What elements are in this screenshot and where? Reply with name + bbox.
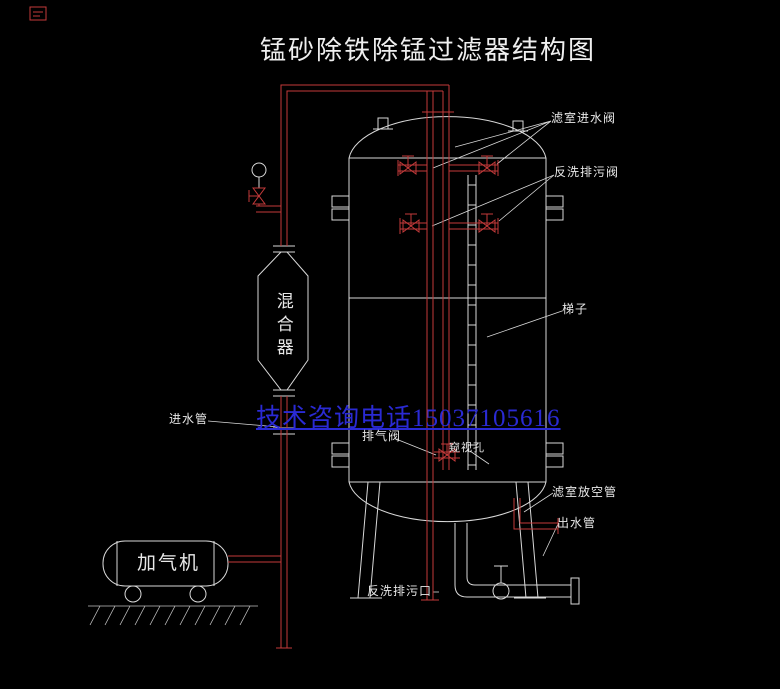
- label-sight-hole: 窥视孔: [449, 442, 485, 454]
- tank-legs: [350, 481, 546, 599]
- pressure-gauge-icon: [251, 162, 267, 188]
- label-ladder: 梯子: [562, 302, 589, 316]
- wheel-icon: [189, 585, 207, 603]
- valve-icon: [478, 155, 496, 175]
- filter-tank-outline: [348, 116, 547, 523]
- label-filter-inlet-valve: 滤室进水阀: [551, 111, 617, 125]
- tank-side-nozzles: [331, 195, 564, 468]
- label-backwash-drain-outlet: 反洗排污口: [367, 584, 433, 598]
- internal-pipes: [421, 85, 454, 601]
- outlet-pipe-assembly: [454, 523, 580, 605]
- leader-lines: [207, 120, 563, 593]
- valve-icon: [399, 155, 417, 175]
- watermark-phone-text: 技术咨询电话15037105616: [256, 405, 561, 432]
- inlet-valve-row: [397, 155, 499, 176]
- feed-pipe: [228, 84, 449, 649]
- backwash-valve-row: [399, 213, 499, 234]
- tank-top-fittings: [373, 117, 528, 132]
- aerator-unit: [102, 540, 229, 603]
- vent-pipe: [513, 498, 559, 534]
- label-exhaust-valve: 排气阀: [362, 429, 402, 443]
- label-aerator: 加气机: [137, 553, 201, 574]
- gauge-valve-icon: [248, 187, 281, 213]
- exhaust-valve-icon: [434, 443, 460, 462]
- corner-logo: [29, 6, 47, 21]
- valve-icon: [402, 213, 420, 233]
- ladder-icon: [467, 175, 477, 470]
- valve-icon: [478, 213, 496, 233]
- label-inlet-pipe: 进水管: [169, 412, 209, 426]
- label-vent-pipe: 滤室放空管: [552, 485, 618, 499]
- label-mixer-vessel: 混合器: [273, 292, 293, 361]
- label-backwash-drain-valve: 反洗排污阀: [554, 165, 620, 179]
- mixer-vessel-outline: [257, 245, 309, 435]
- label-outlet-pipe: 出水管: [557, 516, 597, 530]
- page-title: 锰砂除铁除锰过滤器结构图: [260, 36, 597, 65]
- wheel-icon: [124, 585, 142, 603]
- ground-hatching: [88, 605, 258, 626]
